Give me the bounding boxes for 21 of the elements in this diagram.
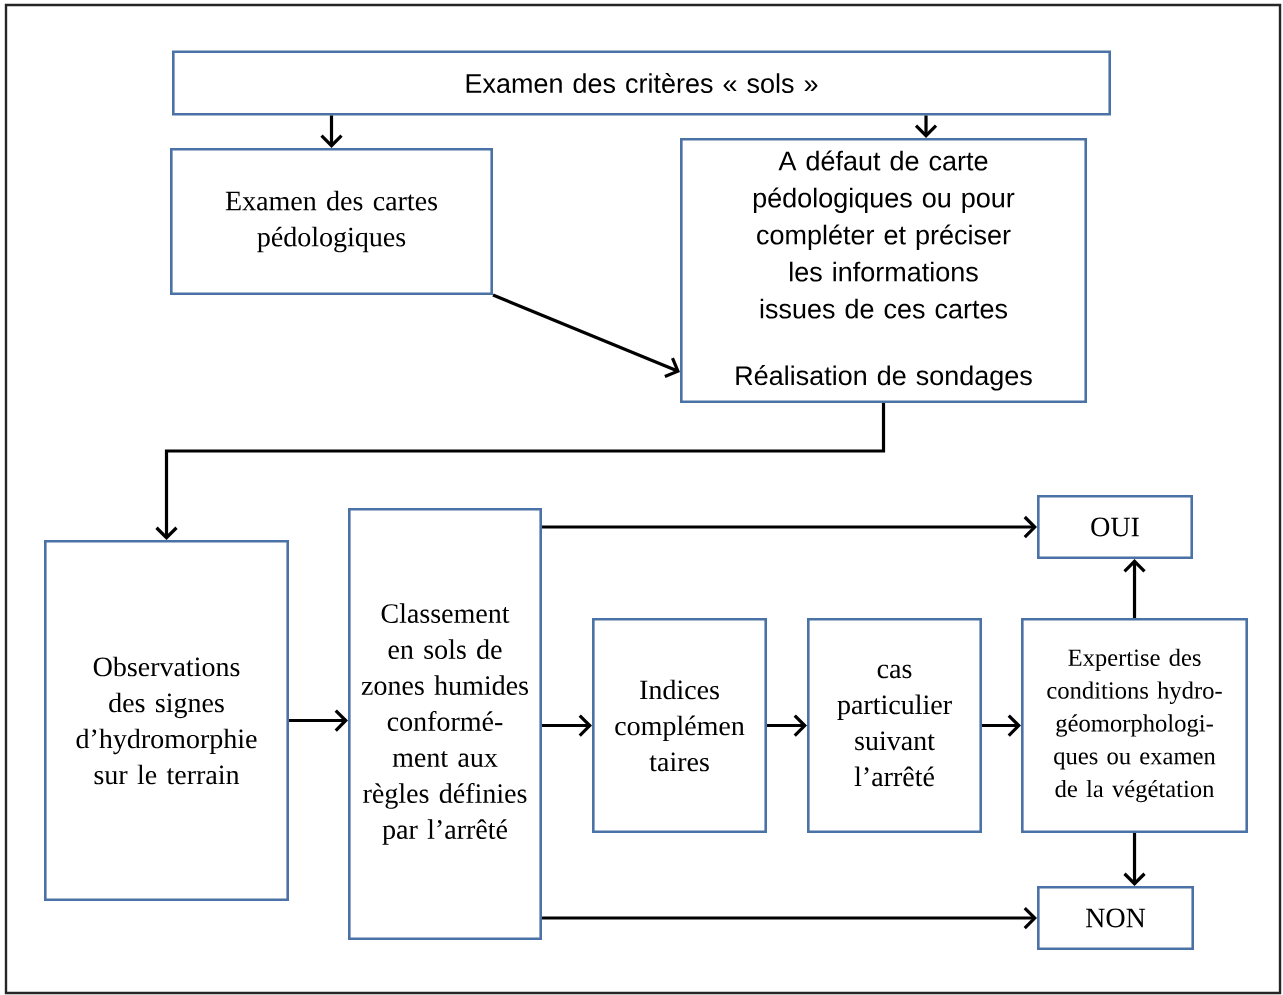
arrow xyxy=(767,714,807,737)
arrow xyxy=(1123,833,1146,886)
arrow xyxy=(289,709,348,732)
process-box: Expertise des conditions hydro- géomorphologi- ques ou examen de la végétation xyxy=(1021,618,1248,833)
arrow xyxy=(320,115,343,148)
process-box: Indices complémen taires xyxy=(592,618,767,833)
arrow xyxy=(1123,559,1146,618)
process-box: OUI xyxy=(1037,495,1193,559)
process-box: Observations des signes d’hydromorphie sur le terrain xyxy=(44,540,289,901)
arrow xyxy=(492,293,680,379)
arrow xyxy=(542,515,1037,539)
process-box: NON xyxy=(1037,886,1194,950)
process-box: Examen des critères « sols » xyxy=(172,50,1111,116)
process-box: Classement en sols de zones humides conformé- ment aux règles définies par l’arrêté xyxy=(348,508,542,940)
process-box: A défaut de carte pédologiques ou pour compléter et préciser les informations issues de ces cartes Réalisation de sondages xyxy=(680,138,1087,403)
arrow xyxy=(542,906,1037,930)
arrow xyxy=(982,714,1022,737)
process-box: cas particulier suivant l’arrêté xyxy=(807,618,982,833)
arrow xyxy=(542,714,592,737)
arrow xyxy=(155,403,886,540)
process-box: Examen des cartes pédologiques xyxy=(170,148,493,295)
